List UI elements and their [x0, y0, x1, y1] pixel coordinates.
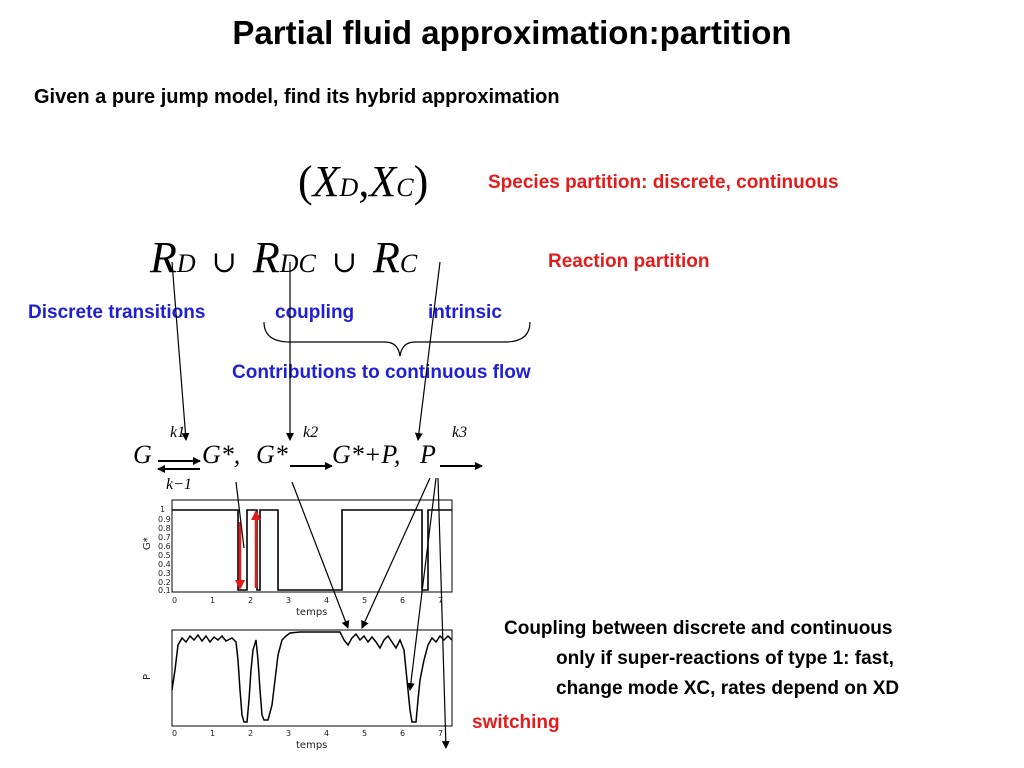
switching-label: switching	[472, 712, 560, 733]
subscript-d: D	[339, 173, 359, 202]
x-tick: 7	[438, 596, 443, 605]
pointer-to-p-rise-2	[361, 477, 431, 629]
comma: ,	[358, 157, 370, 206]
r-coupling: R	[252, 233, 280, 282]
open-paren: (	[298, 157, 313, 206]
y-tick: 0.8	[158, 524, 171, 533]
x-tick: 1	[210, 729, 215, 738]
reaction-partition-label: Reaction partition	[548, 251, 710, 272]
x-tick: 3	[286, 596, 291, 605]
species-tuple: (XD,XC)	[298, 156, 428, 207]
plot-g-star: G* 1 0.9 0.8 0.7 0.6 0.5 0.4 0.3 0.2 0.1…	[142, 499, 453, 618]
intrinsic-label: intrinsic	[428, 302, 502, 323]
y-tick: 0.7	[158, 533, 171, 542]
x-tick: 5	[362, 729, 367, 738]
pointer-to-p-rise-1	[291, 481, 350, 629]
plot-frame-bottom	[171, 629, 453, 727]
y-tick: 0.1	[158, 586, 171, 595]
red-jump-arrows	[235, 510, 261, 590]
plot-frame-top	[171, 499, 453, 593]
discrete-transitions-label: Discrete transitions	[28, 302, 206, 323]
y-tick: 0.5	[158, 551, 171, 560]
species-g: G	[133, 440, 152, 469]
pointer-intrinsic	[414, 261, 441, 441]
r-continuous: R	[372, 233, 400, 282]
x-tick: 0	[172, 596, 177, 605]
coupling-note-line-1: Coupling between discrete and continuous	[504, 618, 893, 639]
y-tick: 0.6	[158, 542, 171, 551]
y-tick: 0.3	[158, 569, 171, 578]
x-continuous: X	[369, 157, 397, 206]
p-trace	[171, 631, 453, 723]
coupling-note: Coupling between discrete and continuous…	[504, 614, 964, 704]
y-tick: 0.4	[158, 560, 171, 569]
rate-k1: k1	[170, 424, 186, 441]
x-tick: 1	[210, 596, 215, 605]
x-tick: 4	[324, 596, 329, 605]
pointer-lines	[171, 261, 441, 441]
union-symbol: ∪	[211, 246, 237, 279]
x-tick: 5	[362, 596, 367, 605]
reaction-union: RD ∪ RDC ∪ RC	[150, 232, 417, 283]
rate-k-minus1: k−1	[166, 476, 192, 493]
x-tick: 6	[400, 729, 405, 738]
contributions-label: Contributions to continuous flow	[232, 362, 531, 383]
x-discrete: X	[312, 157, 340, 206]
product-g-star-plus-p: G*+P,	[332, 440, 401, 469]
temps-label-top: temps	[296, 607, 327, 618]
y-tick: 0.2	[158, 578, 171, 587]
subscript-d: D	[176, 249, 196, 278]
y-tick: 0.9	[158, 515, 171, 524]
reaction-arrows	[157, 457, 483, 473]
coupling-label: coupling	[275, 302, 355, 323]
x-tick: 6	[400, 596, 405, 605]
close-paren: )	[413, 157, 429, 206]
pointer-to-p-fall	[406, 477, 437, 691]
pointer-to-switching	[437, 477, 450, 749]
subscript-dc: DC	[279, 249, 316, 278]
y-tick: 1	[160, 505, 165, 514]
x-tick: 2	[248, 729, 253, 738]
x-ticks-top: 0 1 2 3 4 5 6 7	[172, 596, 443, 605]
x-tick: 0	[172, 729, 177, 738]
pointer-discrete	[171, 261, 190, 441]
slide-subtitle: Given a pure jump model, find its hybrid…	[34, 86, 560, 108]
x-tick: 4	[324, 729, 329, 738]
pointer-to-red-arrow	[235, 481, 245, 549]
plot-p: P 0 1 2 3 4 5 6 7 temps	[142, 629, 453, 751]
y-ticks-top: 1 0.9 0.8 0.7 0.6 0.5 0.4 0.3 0.2 0.1	[158, 505, 171, 595]
curly-brace	[263, 321, 531, 357]
rate-k3: k3	[452, 424, 468, 441]
p-axis-label: P	[142, 674, 153, 680]
species-partition-label: Species partition: discrete, continuous	[488, 172, 839, 193]
rate-k2: k2	[303, 424, 319, 441]
temps-label-bottom: temps	[296, 740, 327, 751]
x-tick: 2	[248, 596, 253, 605]
x-tick: 3	[286, 729, 291, 738]
subscript-c: C	[399, 249, 418, 278]
union-symbol: ∪	[331, 246, 357, 279]
g-star-axis-label: G*	[142, 537, 153, 550]
x-tick: 7	[438, 729, 443, 738]
species-g-star: G*,	[202, 440, 241, 469]
subscript-c: C	[396, 173, 414, 202]
switching-pointer-lines	[235, 477, 450, 749]
coupling-note-line-2: only if super-reactions of type 1: fast,	[556, 648, 894, 669]
slide-title: Partial fluid approximation:partition	[232, 14, 792, 51]
coupling-note-line-3: change mode XC, rates depend on XD	[556, 678, 900, 699]
g-star-trace	[172, 509, 452, 591]
x-ticks-bottom: 0 1 2 3 4 5 6 7	[172, 729, 443, 738]
species-g-star-2: G*	[256, 440, 288, 469]
species-p: P	[420, 440, 436, 469]
